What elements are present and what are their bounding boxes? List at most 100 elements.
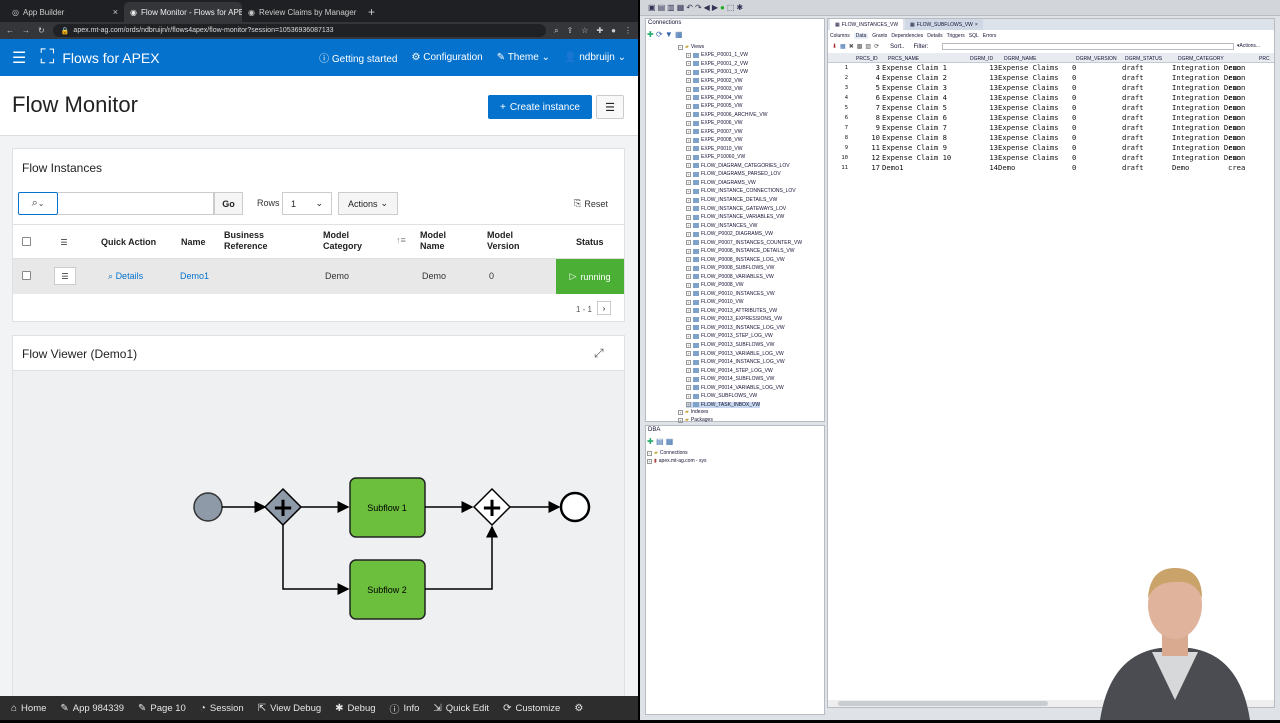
reload-icon[interactable]: ↻ <box>38 26 45 35</box>
grid-cell[interactable]: draft <box>1122 133 1144 142</box>
grid-cell[interactable]: 14 <box>989 163 998 172</box>
zoom-icon[interactable]: ⌕ <box>554 25 559 35</box>
grid-cell[interactable]: 13 <box>989 123 998 132</box>
expand-icon[interactable]: + <box>686 214 691 220</box>
expand-icon[interactable]: + <box>686 342 691 348</box>
grid-cell[interactable]: Expense Claims <box>998 93 1059 102</box>
table-row[interactable]: ☰ ⌕ Details Demo1 Demo Demo 0 <box>13 259 624 294</box>
grid-cell[interactable]: 13 <box>989 153 998 162</box>
grid-cell[interactable]: 0 <box>1072 113 1077 122</box>
tree-view-item[interactable]: +FLOW_P0014_VARIABLE_LOG_VW <box>686 385 784 391</box>
devbar-quick-edit[interactable]: ⇲Quick Edit <box>426 696 496 720</box>
expand-icon[interactable]: + <box>686 325 691 331</box>
tree-view-item[interactable]: +FLOW_P0007_INSTANCES_COUNTER_VW <box>686 240 802 246</box>
grid-cell[interactable]: Expense Claims <box>998 83 1059 92</box>
devbar-debug[interactable]: ✱Debug <box>328 696 382 720</box>
grid-cell[interactable]: 4 <box>875 73 880 82</box>
schema-browser-icon[interactable]: ▦ <box>665 437 674 446</box>
insert-row-icon[interactable]: ▦ <box>840 44 846 50</box>
tree-view-item[interactable]: +FLOW_P0013_EXPRESSIONS_VW <box>686 316 782 322</box>
grid-cell[interactable]: 13 <box>989 113 998 122</box>
grid-cell[interactable]: crea <box>1228 163 1246 172</box>
horizontal-scrollbar[interactable] <box>828 700 1274 707</box>
devbar-customize[interactable]: ⟳Customize <box>496 696 567 720</box>
grid-cell[interactable]: Integration Demo <box>1172 133 1242 142</box>
tree-view-item[interactable]: +FLOW_P0013_VARIABLE_LOG_VW <box>686 351 784 357</box>
grid-cell[interactable]: 0 <box>1072 63 1077 72</box>
grid-cell[interactable]: 10 <box>841 155 848 161</box>
grid-cell[interactable]: 17 <box>871 163 880 172</box>
expand-icon[interactable]: + <box>686 282 691 288</box>
devbar-app[interactable]: ✎App 984339 <box>53 696 131 720</box>
debug-icon[interactable]: ✱ <box>736 3 744 12</box>
expand-icon[interactable]: + <box>686 376 691 382</box>
tree-indexes-node[interactable]: + ▰ Indexes <box>678 409 708 415</box>
grid-cell[interactable]: 9 <box>844 145 848 151</box>
grid-cell[interactable]: Integration Demo <box>1172 103 1242 112</box>
grid-cell[interactable]: 10 <box>871 133 880 142</box>
tree-view-item[interactable]: +EXPE_P10060_VW <box>686 154 745 160</box>
instance-name-link[interactable]: Demo1 <box>180 271 210 281</box>
new-tab-icon[interactable]: + <box>368 5 376 19</box>
dba-connections-node[interactable]: − ▰ Connections <box>647 450 688 456</box>
refresh-icon[interactable]: ⟳ <box>655 30 663 39</box>
next-page-button[interactable]: › <box>597 301 611 315</box>
tree-views-node[interactable]: − ▰ Views <box>678 44 704 50</box>
grid-cell[interactable]: Demo1 <box>882 163 904 172</box>
expand-icon[interactable]: + <box>686 154 691 160</box>
refresh-icon[interactable]: ▤ <box>655 437 664 446</box>
tree-view-item[interactable]: +FLOW_P0010_INSTANCES_VW <box>686 291 775 297</box>
expand-icon[interactable]: + <box>686 137 691 143</box>
browser-tab-flow-monitor[interactable]: ◉ Flow Monitor - Flows for APEX × <box>124 2 242 22</box>
url-field[interactable]: 🔒 apex.mt-ag.com/ords/ndbruijn/r/flows4a… <box>52 24 547 37</box>
tree-view-item[interactable]: +FLOW_SUBFLOWS_VW <box>686 393 757 399</box>
col-business-reference[interactable]: Business Reference <box>224 230 268 251</box>
grid-cell[interactable]: 0 <box>1072 73 1077 82</box>
tree-view-item[interactable]: +EXPE_P0005_VW <box>686 103 742 109</box>
expand-icon[interactable]: + <box>686 180 691 186</box>
expand-icon[interactable]: + <box>686 368 691 374</box>
grid-col-dgrm-version[interactable]: DGRM_VERSION <box>1076 56 1117 62</box>
expand-icon[interactable]: + <box>686 231 691 237</box>
grid-cell[interactable]: draft <box>1122 63 1144 72</box>
close-tab-icon[interactable]: × <box>974 21 978 28</box>
tree-view-item[interactable]: +FLOW_P0008_VARIABLES_VW <box>686 274 774 280</box>
tree-view-item[interactable]: +FLOW_P0013_STEP_LOG_VW <box>686 333 773 339</box>
grid-cell[interactable]: Expense Claim 3 <box>882 83 947 92</box>
expand-icon[interactable]: + <box>686 402 691 408</box>
search-column-button[interactable]: ⌕⌄ <box>18 192 58 215</box>
grid-cell[interactable]: draft <box>1122 143 1144 152</box>
expand-icon[interactable]: + <box>686 359 691 365</box>
expand-icon[interactable]: + <box>686 103 691 109</box>
expand-icon[interactable]: + <box>686 265 691 271</box>
grid-cell[interactable]: Expense Claim 1 <box>882 63 947 72</box>
reset-button[interactable]: ⎘ Reset <box>566 192 616 215</box>
expand-icon[interactable]: + <box>686 188 691 194</box>
subtab-columns[interactable]: Columns <box>830 32 850 39</box>
grid-cell[interactable]: Integration Demo <box>1172 153 1242 162</box>
expand-icon[interactable]: + <box>686 52 691 58</box>
grid-cell[interactable]: draft <box>1122 113 1144 122</box>
grid-col-prcs-name[interactable]: PRCS_NAME <box>888 56 920 62</box>
grid-cell[interactable]: Integration Demo <box>1172 143 1242 152</box>
grid-cell[interactable]: draft <box>1122 73 1144 82</box>
nav-theme[interactable]: ✎ Theme ⌄ <box>497 52 550 63</box>
tree-view-item[interactable]: +EXPE_P0010_VW <box>686 146 742 152</box>
tree-view-item[interactable]: +EXPE_P0006_VW <box>686 120 742 126</box>
expand-icon[interactable]: + <box>686 61 691 67</box>
expand-icon[interactable]: + <box>686 78 691 84</box>
tree-view-item[interactable]: +EXPE_P0007_VW <box>686 129 742 135</box>
save-icon[interactable]: ▥ <box>667 3 675 12</box>
grid-cell[interactable]: runn <box>1228 103 1246 112</box>
expand-icon[interactable]: + <box>686 129 691 135</box>
tree-view-item[interactable]: +FLOW_P0013_ATTRIBUTES_VW <box>686 308 777 314</box>
grid-cell[interactable]: Expense Claim 6 <box>882 113 947 122</box>
grid-cell[interactable]: draft <box>1122 153 1144 162</box>
grid-cell[interactable]: 4 <box>844 95 848 101</box>
grid-cell[interactable]: 13 <box>989 133 998 142</box>
nav-configuration[interactable]: ⚙ Configuration <box>411 52 482 63</box>
grid-cell[interactable]: 0 <box>1072 123 1077 132</box>
grid-cell[interactable]: runn <box>1228 133 1246 142</box>
header-menu-icon[interactable]: ☰ <box>60 237 68 247</box>
tree-view-item[interactable]: +FLOW_P0014_INSTANCE_LOG_VW <box>686 359 785 365</box>
